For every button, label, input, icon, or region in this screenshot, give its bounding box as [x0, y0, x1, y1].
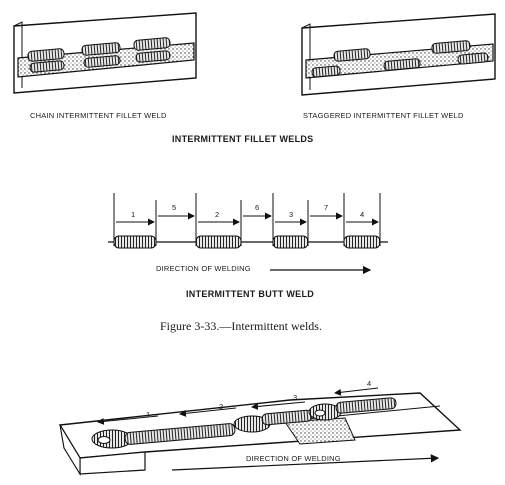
figure-caption: Figure 3-33.—Intermittent welds.: [160, 319, 322, 333]
chain-weld-caption: CHAIN INTERMITTENT FILLET WELD: [30, 111, 167, 120]
butt-segment-label: 7: [324, 203, 329, 212]
butt-direction-label: DIRECTION OF WELDING: [156, 264, 251, 273]
backstep-number-label: 2: [219, 402, 224, 411]
butt-segment-label: 4: [360, 210, 365, 219]
staggered-fillet-weld-drawing: [301, 13, 496, 96]
backstep-direction-label: DIRECTION OF WELDING: [246, 454, 341, 463]
butt-weld-drawing: [108, 193, 388, 275]
butt-segment-label: 3: [289, 210, 294, 219]
chain-fillet-weld-drawing: [13, 12, 197, 94]
butt-segment-label: 1: [131, 210, 136, 219]
backstep-number-label: 3: [293, 393, 298, 402]
fillet-welds-heading: INTERMITTENT FILLET WELDS: [172, 134, 314, 144]
chain-weld-beads: [27, 37, 171, 73]
backstep-number-label: 4: [367, 379, 372, 388]
butt-segment-label: 2: [215, 210, 220, 219]
backstep-number-label: 1: [146, 410, 151, 419]
backstep-weld-drawing: [58, 387, 462, 476]
butt-segment-label: 6: [255, 203, 260, 212]
backstep-weld-beads: [91, 397, 397, 449]
butt-weld-heading: INTERMITTENT BUTT WELD: [186, 289, 315, 299]
staggered-weld-caption: STAGGERED INTERMITTENT FILLET WELD: [303, 111, 464, 120]
staggered-weld-beads: [311, 40, 489, 78]
butt-segment-label: 5: [172, 203, 177, 212]
butt-weld-beads: [113, 235, 381, 249]
